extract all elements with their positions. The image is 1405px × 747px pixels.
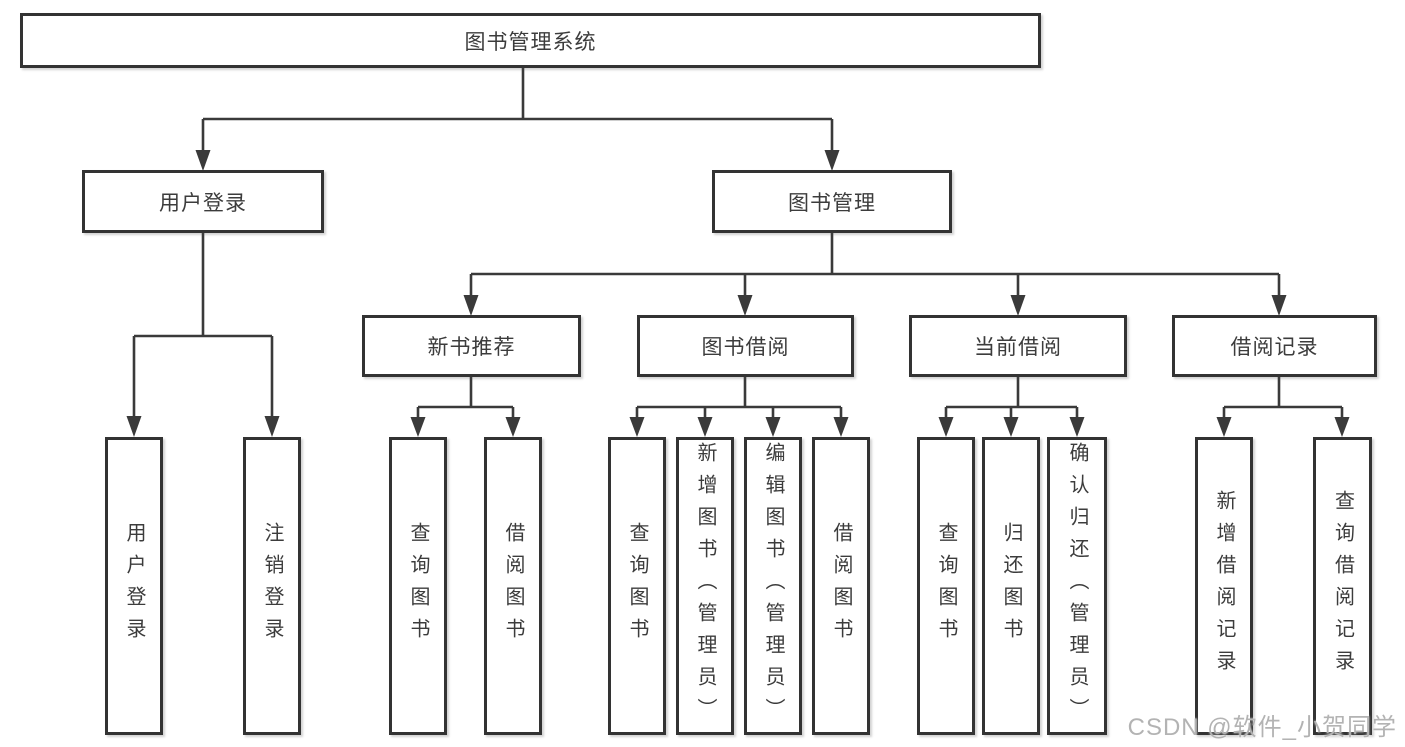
leaf-current-borrow-query-books: 查询图书 <box>917 437 975 735</box>
leaf-current-borrow-return-books: 归还图书 <box>982 437 1040 735</box>
csdn-watermark: CSDN @软件_小贺同学 <box>1127 714 1397 741</box>
leaf-user-login-login: 用户登录 <box>105 437 163 735</box>
node-root: 图书管理系统 <box>20 13 1041 68</box>
connector-new-book-rec-to-leaves <box>410 377 521 437</box>
leaf-book-borrow-edit-book-admin: 编辑图书（管理员） <box>744 437 802 735</box>
leaf-book-borrow-add-book-admin: 新增图书（管理员） <box>676 437 734 735</box>
node-new-book-rec: 新书推荐 <box>362 315 581 377</box>
leaf-new-book-rec-query-books: 查询图书 <box>389 437 447 735</box>
node-current-borrow-label: 当前借阅 <box>974 336 1062 359</box>
leaf-label: 查询图书 <box>935 522 957 650</box>
connector-book-borrow-to-leaves <box>629 377 849 437</box>
leaf-label: 查询借阅记录 <box>1331 490 1354 682</box>
node-new-book-rec-label: 新书推荐 <box>427 336 516 359</box>
leaf-borrow-records-add-record: 新增借阅记录 <box>1195 437 1253 735</box>
node-borrow-records-label: 借阅记录 <box>1230 336 1319 359</box>
leaf-label: 查询图书 <box>626 522 648 650</box>
leaf-label: 注销登录 <box>261 522 283 650</box>
leaf-current-borrow-confirm-return-admin: 确认归还（管理员） <box>1047 437 1107 735</box>
node-book-borrow: 图书借阅 <box>637 315 854 377</box>
leaf-label: 编辑图书（管理员） <box>762 442 784 730</box>
connector-current-borrow-to-leaves <box>938 377 1085 437</box>
node-user-login: 用户登录 <box>82 170 324 233</box>
node-borrow-records: 借阅记录 <box>1172 315 1377 377</box>
node-root-label: 图书管理系统 <box>464 30 597 54</box>
leaf-label: 归还图书 <box>1000 522 1022 650</box>
node-book-mgmt: 图书管理 <box>712 170 952 233</box>
leaf-label: 借阅图书 <box>502 522 524 650</box>
connector-root-to-level2 <box>195 68 840 171</box>
node-book-borrow-label: 图书借阅 <box>701 336 790 359</box>
leaf-label: 查询图书 <box>407 522 429 650</box>
leaf-label: 用户登录 <box>123 522 145 650</box>
connector-book-mgmt-to-level3 <box>463 233 1287 316</box>
leaf-new-book-rec-borrow-books: 借阅图书 <box>484 437 542 735</box>
leaf-label: 新增借阅记录 <box>1213 490 1235 682</box>
node-user-login-label: 用户登录 <box>159 191 247 215</box>
leaf-label: 借阅图书 <box>830 522 852 650</box>
leaf-label: 确认归还（管理员） <box>1066 442 1088 730</box>
leaf-book-borrow-query-books: 查询图书 <box>608 437 666 735</box>
leaf-borrow-records-query-record: 查询借阅记录 <box>1313 437 1372 735</box>
connector-borrow-records-to-leaves <box>1216 377 1350 437</box>
leaf-user-login-logout: 注销登录 <box>243 437 301 735</box>
leaf-label: 新增图书（管理员） <box>694 442 716 730</box>
node-book-mgmt-label: 图书管理 <box>788 191 876 215</box>
leaf-book-borrow-borrow-books: 借阅图书 <box>812 437 870 735</box>
connector-user-login-to-leaves <box>126 233 280 437</box>
node-current-borrow: 当前借阅 <box>909 315 1127 377</box>
